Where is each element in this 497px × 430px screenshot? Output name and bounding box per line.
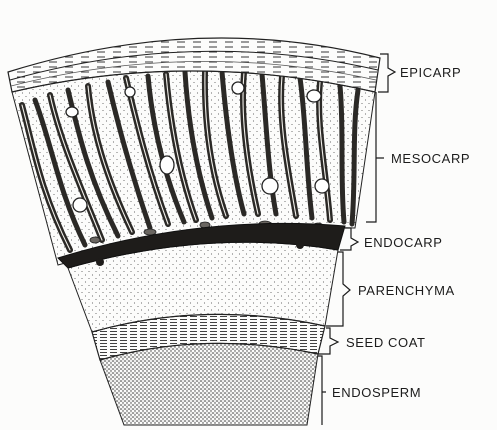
label-parenchyma: PARENCHYMA	[358, 283, 455, 298]
label-endocarp: ENDOCARP	[364, 235, 442, 250]
label-mesocarp: MESOCARP	[391, 151, 470, 166]
bracket-endosperm	[318, 356, 326, 425]
label-epicarp: EPICARP	[400, 65, 461, 80]
label-seed-coat: SEED COAT	[346, 335, 426, 350]
bracket-epicarp	[378, 54, 395, 92]
endosperm-layer	[100, 343, 318, 425]
label-endosperm: ENDOSPERM	[332, 385, 421, 400]
